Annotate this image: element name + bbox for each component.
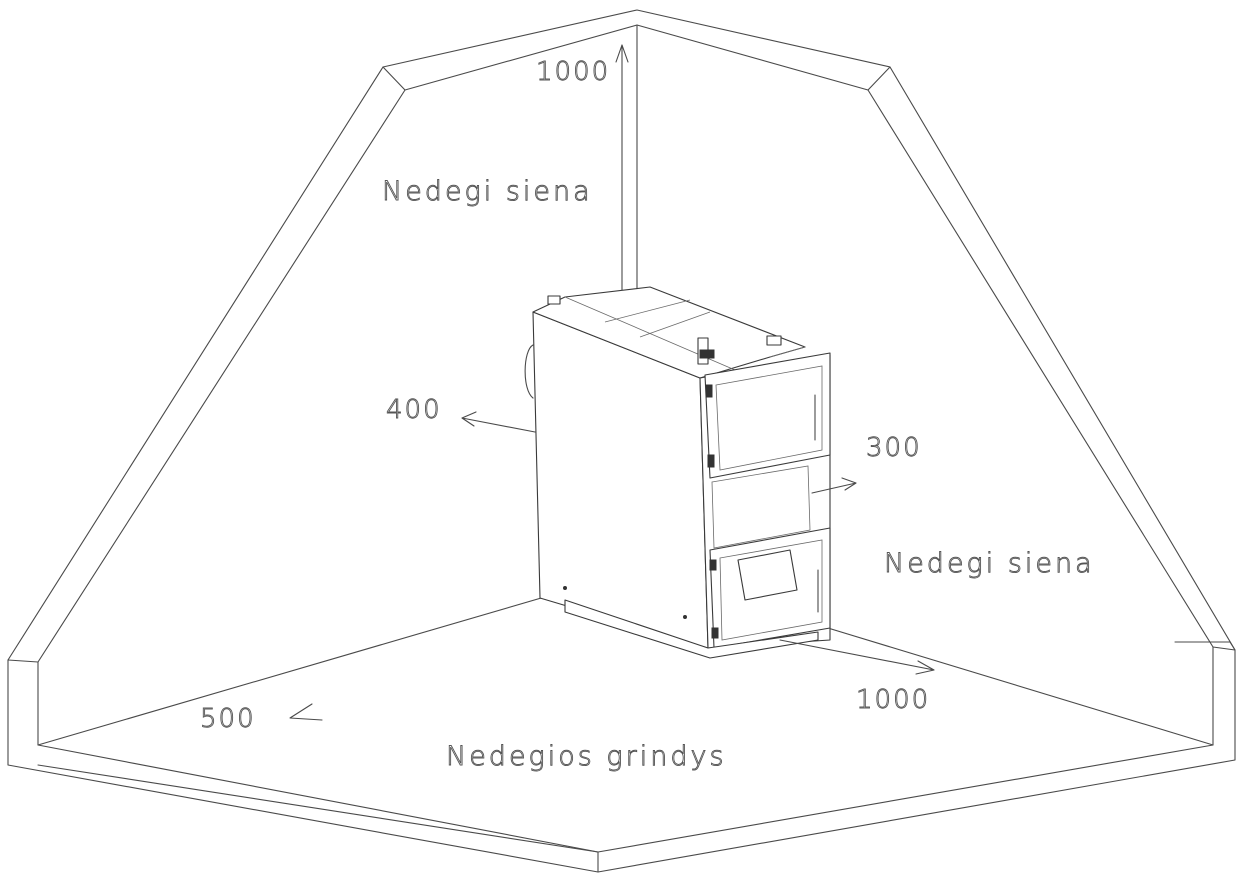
- right-clearance-label: 300: [866, 433, 922, 463]
- upper-door-inner: [715, 365, 823, 471]
- floor-front-inner: [37, 764, 599, 853]
- floor-label: Nedegios grindys: [446, 741, 727, 772]
- left-clearance-label: 400: [386, 395, 442, 425]
- boiler: [524, 286, 831, 659]
- upper-door-hinge-bottom: [707, 454, 715, 468]
- middle-panel: [711, 465, 811, 549]
- front-arrow-head: [915, 660, 935, 675]
- right-arrow-head: [841, 477, 857, 491]
- top-panel-seam-2: [604, 299, 691, 323]
- wall-inner-top-edges-right: [867, 66, 891, 91]
- lower-door-hinge-top: [709, 559, 717, 571]
- floor-back-left: [37, 569, 638, 746]
- left-wall-slope-outer: [7, 9, 1236, 661]
- top-panel-seam-3: [639, 311, 711, 338]
- boiler-rear-bulge: [524, 344, 534, 399]
- labels: 1000 Nedegi siena 400 300 Nedegi siena 1…: [200, 57, 1095, 773]
- top-panel-seam-4: [769, 346, 806, 358]
- air-damper-flap: [737, 549, 798, 601]
- top-valve-base: [699, 349, 715, 359]
- left-arrow-line: [461, 417, 536, 433]
- front-arrow-line: [779, 639, 935, 671]
- wall-inner-top-edges: [382, 66, 406, 91]
- top-clearance-label: 1000: [536, 57, 610, 87]
- right-arrow-line: [811, 482, 857, 494]
- lower-door-inner: [719, 539, 823, 641]
- room-walls: [7, 9, 1236, 873]
- clearance-arrows: [289, 44, 935, 721]
- boiler-base: [564, 599, 819, 659]
- side-bolt-1: [563, 586, 567, 590]
- rear-pipe: [547, 295, 561, 305]
- side-bolt-2: [683, 615, 687, 619]
- top-arrow-head: [615, 44, 629, 63]
- side-wall-label: Nedegi siena: [884, 548, 1095, 579]
- upper-door-hinge-top: [705, 384, 713, 398]
- back-left-arrow: [289, 703, 323, 721]
- upper-loading-door: [704, 352, 831, 479]
- back-left-clearance-label: 500: [200, 704, 256, 734]
- front-clearance-label: 1000: [856, 685, 930, 715]
- top-gauge: [766, 335, 782, 346]
- left-arrow-head: [461, 411, 477, 427]
- rear-wall-label: Nedegi siena: [382, 176, 593, 207]
- lower-door-hinge-bottom: [711, 627, 719, 639]
